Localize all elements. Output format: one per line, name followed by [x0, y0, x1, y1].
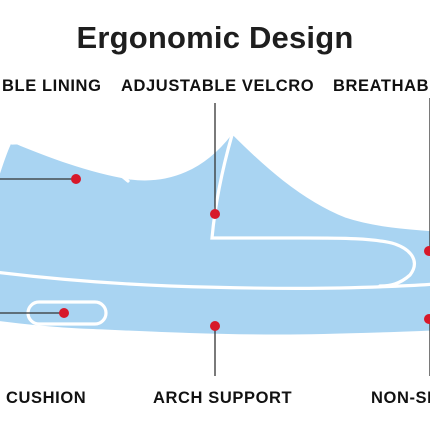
lining-contour — [10, 140, 130, 183]
label-breathable: BREATHABI — [333, 77, 430, 95]
marker-cushion — [59, 308, 69, 318]
label-non-slip: NON-SL — [371, 389, 430, 407]
label-adjustable-velcro: ADJUSTABLE VELCRO — [121, 77, 315, 95]
marker-non-slip — [424, 314, 430, 324]
marker-breathable — [424, 246, 430, 256]
sole-line — [0, 270, 430, 290]
label-arch-support: ARCH SUPPORT — [153, 389, 293, 407]
page-title: Ergonomic Design — [76, 20, 354, 55]
label-cushion: CUSHION — [6, 389, 87, 407]
marker-lining — [71, 174, 81, 184]
marker-arch — [210, 321, 220, 331]
label-lining: BLE LINING — [2, 77, 102, 95]
marker-velcro — [210, 209, 220, 219]
